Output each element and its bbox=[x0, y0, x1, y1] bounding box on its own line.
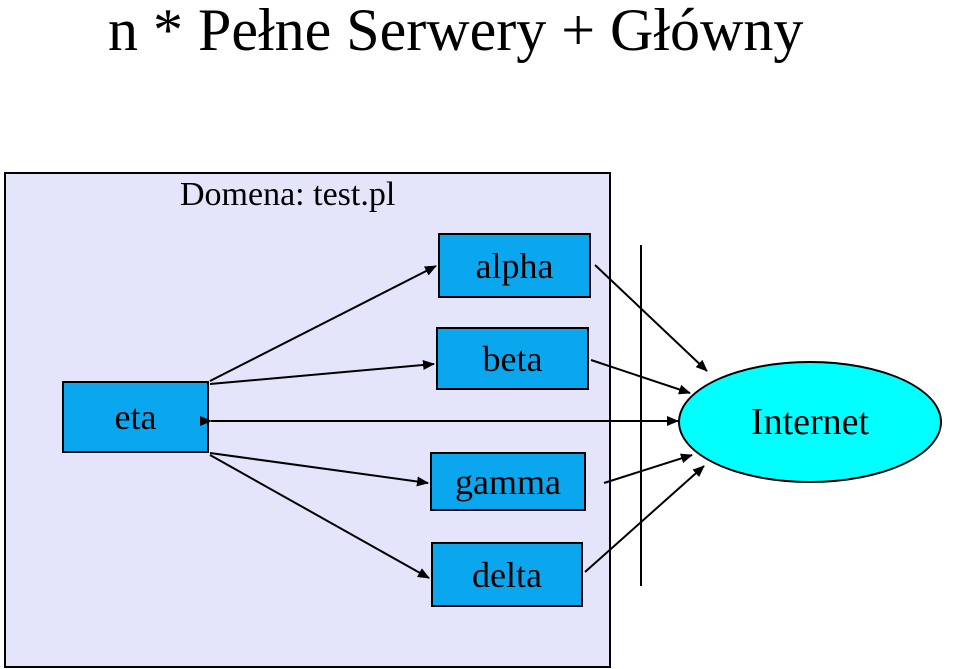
server-delta-label: delta bbox=[472, 554, 542, 595]
slide-title: n * Pełne Serwery + Główny bbox=[108, 0, 804, 63]
server-eta: eta bbox=[62, 381, 209, 453]
server-gamma: gamma bbox=[430, 452, 586, 511]
domain-label: Domena: test.pl bbox=[180, 176, 396, 213]
server-gamma-label: gamma bbox=[455, 461, 561, 502]
arrow-gamma-internet bbox=[603, 453, 693, 484]
server-beta-label: beta bbox=[482, 338, 543, 379]
server-delta: delta bbox=[431, 542, 583, 607]
server-eta-label: eta bbox=[114, 397, 157, 437]
server-alpha: alpha bbox=[438, 233, 591, 298]
arrow-alpha-internet bbox=[594, 264, 708, 372]
server-beta: beta bbox=[436, 327, 589, 390]
server-alpha-label: alpha bbox=[475, 245, 554, 286]
internet-node: Internet bbox=[678, 361, 942, 483]
internet-label: Internet bbox=[750, 401, 870, 443]
